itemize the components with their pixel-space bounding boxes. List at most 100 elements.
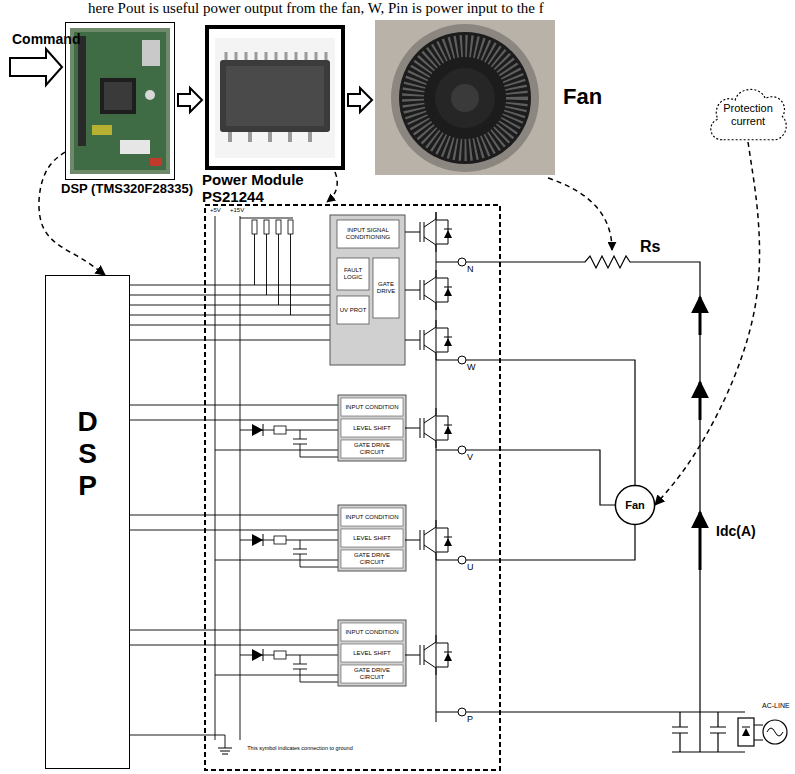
bootstrap-circuit (240, 649, 338, 682)
ac-source (763, 720, 787, 744)
dashed-pointer (327, 172, 337, 202)
block-label: GATE DRIVE CIRCUIT (341, 440, 403, 458)
driver-block (338, 395, 406, 461)
block-label: FAULT LOGIC (337, 258, 369, 290)
igbt-symbol (405, 408, 452, 448)
fan-photo (435, 68, 495, 128)
power-module-photo (230, 132, 310, 142)
dsp-board-photo (74, 32, 166, 170)
current-arrow (699, 297, 702, 570)
block-label: GATE DRIVE CIRCUIT (341, 665, 403, 683)
fan-photo (399, 32, 531, 164)
supply-label: +5V (210, 207, 221, 214)
control-block (337, 258, 369, 290)
driver-block (338, 620, 406, 686)
supply-label: +15V (230, 207, 244, 214)
igbt-symbol (405, 320, 452, 360)
terminal-pin (458, 356, 466, 364)
fan-photo-box: Fan (375, 20, 555, 175)
current-label: Idc(A) (716, 524, 756, 539)
ground-symbol (218, 748, 232, 754)
dsp-board-photo (92, 125, 112, 135)
block-label: UV PROT (337, 296, 369, 324)
terminal-pin (458, 708, 466, 716)
dashed-pointer (548, 178, 612, 250)
rectifier (742, 728, 750, 736)
dsp-block: D S P (45, 275, 130, 769)
rectifier (738, 718, 754, 746)
power-module-photo (220, 60, 330, 132)
dc-link-capacitor (672, 712, 726, 752)
terminal-label: V (467, 453, 473, 463)
terminal-pin (458, 258, 466, 266)
dsp-board-photo (142, 40, 160, 66)
module-outline (205, 205, 500, 770)
note-text: This symbol indicates connection to grou… (240, 745, 360, 751)
driver-block (341, 508, 403, 526)
terminal-label: U (467, 563, 474, 573)
driver-block (338, 505, 406, 571)
fan-photo (375, 20, 555, 175)
source-label: AC-LINE (762, 702, 790, 710)
pullup-resistor (252, 220, 257, 234)
signal-wires (130, 285, 330, 340)
terminal-wire (436, 256, 745, 752)
node-text: D S P (74, 406, 102, 503)
driver-block (341, 623, 403, 641)
node-text: Fan (563, 84, 602, 109)
terminal-label: P (467, 715, 473, 725)
dsp-board-photo (145, 90, 155, 100)
module-outline (205, 205, 500, 770)
node-text: Power Module PS21244 (202, 171, 332, 206)
driver-block (341, 440, 403, 458)
protection-cloud: Protection current (705, 82, 791, 148)
bootstrap-circuit (240, 424, 338, 457)
power-module-photo (215, 38, 335, 158)
terminal-wire (466, 525, 635, 560)
igbt-symbol (405, 635, 452, 675)
signal-wires (130, 405, 338, 645)
igbt-symbol (405, 212, 452, 722)
signal-wires (255, 234, 291, 315)
ground-symbol (218, 748, 232, 754)
control-block (373, 258, 399, 318)
dashed-pointer (327, 172, 612, 250)
terminal-pin (458, 446, 466, 454)
fan-photo (451, 84, 479, 112)
control-block (337, 296, 369, 324)
terminal-pin (458, 258, 466, 716)
terminal-wire (466, 360, 635, 485)
pullup-resistor (288, 220, 293, 234)
block-label: INPUT SIGNAL CONDITIONING (337, 220, 399, 248)
terminal-wire (466, 712, 745, 752)
block-label: LEVEL SHIFT (341, 419, 403, 437)
terminal-label: N (467, 265, 474, 275)
block-arrow (348, 88, 372, 112)
current-arrow (699, 297, 702, 335)
pullup-resistor (252, 220, 293, 234)
bootstrap-circuit (240, 534, 338, 567)
driver-block (341, 644, 403, 662)
control-block (330, 215, 405, 365)
cloud-outline (711, 89, 786, 139)
rectifier (738, 718, 763, 746)
fan-motor-circle: Fan (615, 485, 655, 525)
terminal-wire (436, 262, 458, 712)
pullup-resistor (276, 220, 281, 234)
dsp-board-photo (70, 28, 170, 174)
signal-wires (130, 735, 225, 748)
ac-source (763, 720, 787, 744)
power-module-photo (226, 52, 326, 60)
rectifier (742, 725, 763, 740)
block-label: INPUT CONDITION (341, 508, 403, 526)
fan-photo (375, 20, 555, 175)
current-arrow (699, 512, 702, 570)
block-label: INPUT CONDITION (341, 623, 403, 641)
driver-block (341, 665, 403, 683)
terminal-wire (466, 256, 700, 752)
